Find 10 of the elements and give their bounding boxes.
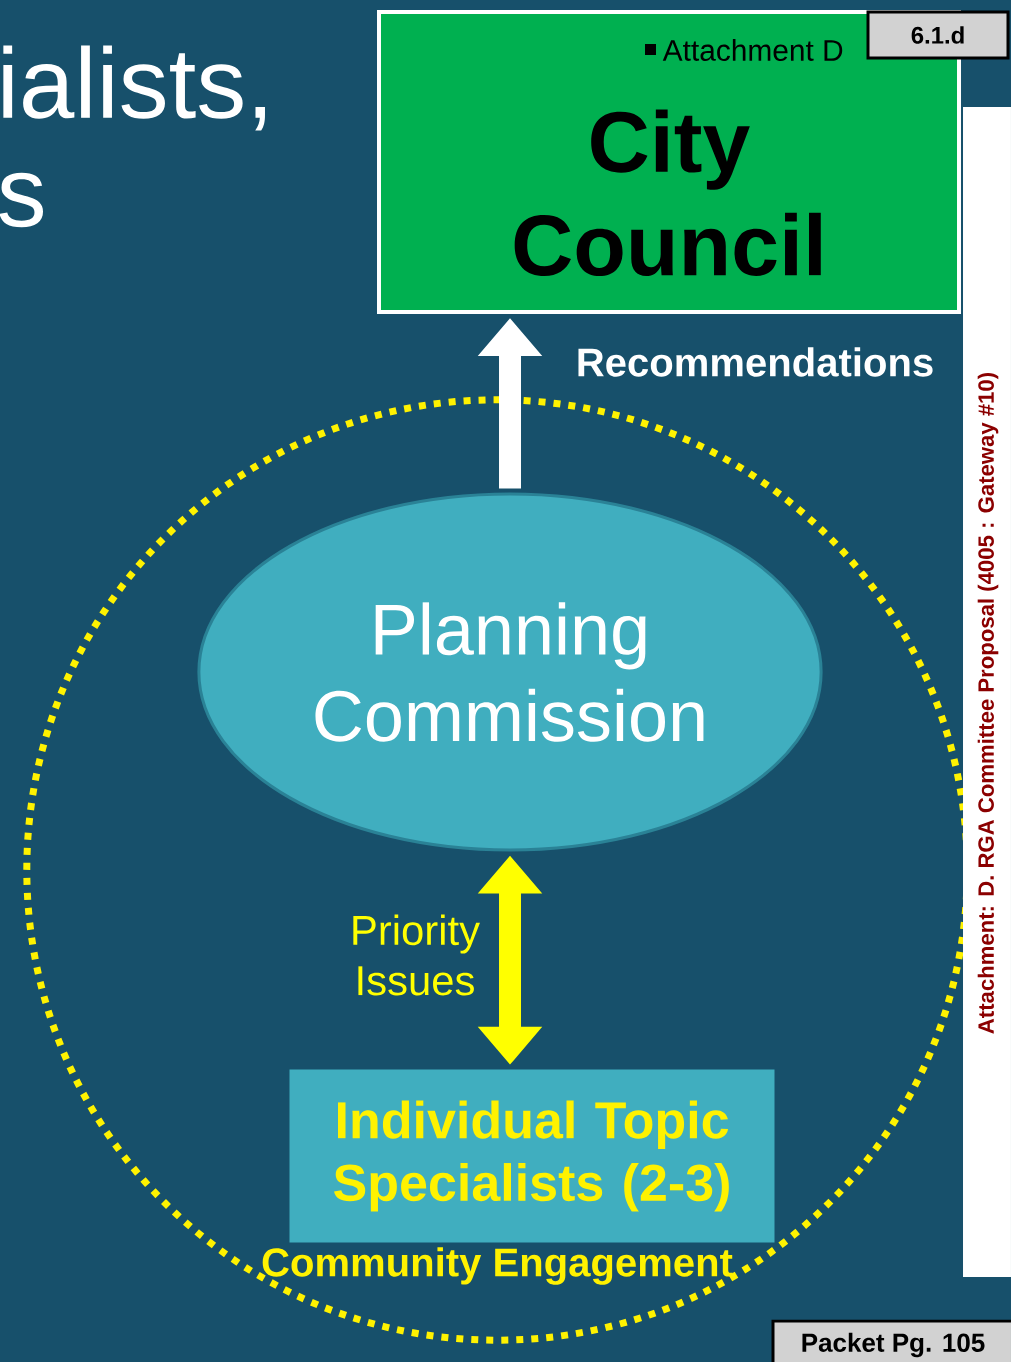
specialists-box: Individual Topic Specialists (2-3) xyxy=(289,1069,775,1243)
vertical-note: Attachment: D. RGA Committee Proposal (4005 : Gateway #10) xyxy=(977,373,999,1034)
tag-box: 6.1.d xyxy=(866,10,1010,60)
title-text: s xyxy=(0,172,43,228)
edge-label: Recommendations xyxy=(578,347,933,377)
edge-label: Priority Issues xyxy=(353,914,480,996)
attachment-label: Attachment D xyxy=(662,39,843,61)
circle-label: Community Engagement xyxy=(262,1247,733,1285)
page-number-box: Packet Pg. 105 xyxy=(771,1319,1011,1362)
title-text: ialists, xyxy=(3,45,265,131)
